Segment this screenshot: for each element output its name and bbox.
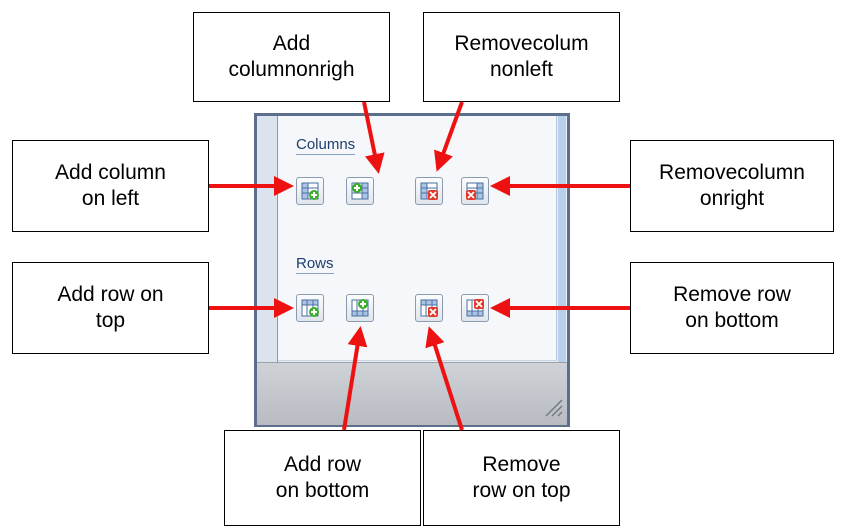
callout-line: on left bbox=[81, 187, 140, 210]
callout-line: nonleft bbox=[489, 58, 554, 81]
columns-group-label: Columns bbox=[296, 136, 356, 155]
remove-row-top-button[interactable] bbox=[415, 294, 443, 322]
callout-add-row-top: Add row on top bbox=[12, 262, 209, 354]
callout-remove-column-left: Removecolum nonleft bbox=[423, 12, 620, 102]
callout-add-column-left: Add column on left bbox=[12, 140, 209, 232]
callout-line: Remove row bbox=[673, 283, 791, 306]
arrow-remove-row-top bbox=[425, 326, 464, 431]
callout-line: columnonrigh bbox=[228, 58, 355, 81]
callout-line: Add row bbox=[283, 453, 362, 476]
callout-line: on bottom bbox=[275, 479, 370, 502]
add-column-left-icon bbox=[301, 182, 319, 200]
remove-row-bottom-button[interactable] bbox=[461, 294, 489, 322]
add-row-top-button[interactable] bbox=[296, 294, 324, 322]
callout-line: Removecolum bbox=[454, 32, 589, 55]
callout-line: Add column bbox=[55, 161, 166, 184]
resize-grip-icon[interactable] bbox=[542, 396, 564, 418]
add-row-top-icon bbox=[301, 299, 319, 317]
remove-column-left-icon bbox=[420, 182, 438, 200]
callout-remove-row-bottom: Remove row on bottom bbox=[630, 262, 834, 354]
callout-line: on bottom bbox=[685, 309, 779, 332]
callout-line: row on top bbox=[472, 479, 571, 502]
panel-right-edge bbox=[558, 116, 566, 366]
add-row-bottom-button[interactable] bbox=[346, 294, 374, 322]
add-row-bottom-icon bbox=[351, 299, 369, 317]
panel-bottom-band bbox=[257, 362, 567, 425]
add-column-left-button[interactable] bbox=[296, 177, 324, 205]
callout-add-row-bottom: Add row on bottom bbox=[224, 430, 421, 526]
add-column-right-icon bbox=[351, 182, 369, 200]
arrow-remove-column-left bbox=[434, 101, 464, 172]
remove-column-right-icon bbox=[466, 182, 484, 200]
callout-line: onright bbox=[699, 187, 765, 210]
callout-add-column-right: Add columnonrigh bbox=[193, 12, 390, 102]
remove-row-top-icon bbox=[420, 299, 438, 317]
callout-remove-column-right: Removecolumn onright bbox=[630, 140, 834, 232]
callout-line: Add row on bbox=[57, 283, 164, 306]
callout-line: Add bbox=[272, 32, 311, 55]
arrow-add-column-right bbox=[362, 101, 385, 174]
arrow-add-row-bottom bbox=[342, 326, 368, 431]
rows-group-label: Rows bbox=[296, 255, 334, 274]
callout-line: Remove bbox=[482, 453, 561, 476]
callout-line: Removecolumn bbox=[659, 161, 805, 184]
remove-row-bottom-icon bbox=[466, 299, 484, 317]
callout-line: top bbox=[95, 309, 126, 332]
panel-left-strip bbox=[257, 116, 278, 366]
add-column-right-button[interactable] bbox=[346, 177, 374, 205]
remove-column-right-button[interactable] bbox=[461, 177, 489, 205]
remove-column-left-button[interactable] bbox=[415, 177, 443, 205]
callout-remove-row-top: Remove row on top bbox=[423, 430, 620, 526]
